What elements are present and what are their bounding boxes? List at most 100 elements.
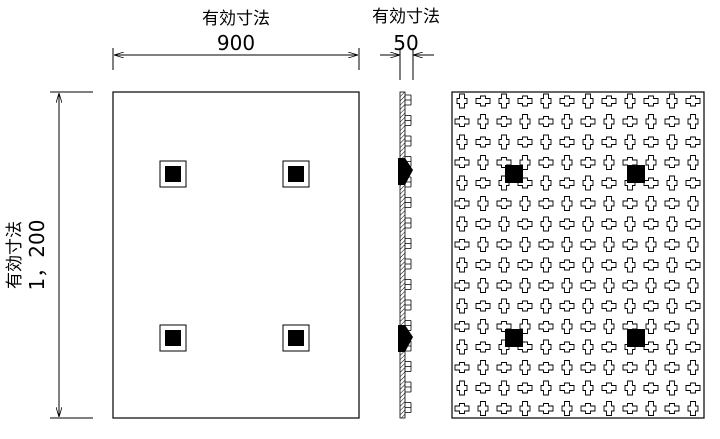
grip-cross (603, 278, 615, 293)
anchor-outline (282, 160, 310, 188)
side-rib (405, 94, 412, 106)
grip-cross (666, 216, 678, 232)
grip-cross (540, 380, 552, 396)
grip-cross (454, 280, 470, 291)
grip-cross (582, 93, 594, 109)
grip-cross (687, 114, 699, 129)
grip-cross (645, 278, 657, 293)
grip-cross (454, 321, 470, 332)
grip-cross (643, 382, 659, 394)
grip-cross (540, 175, 552, 191)
grip-cross (475, 136, 491, 148)
grip-cross (645, 319, 657, 334)
grip-cross (685, 136, 701, 148)
grip-cross (622, 116, 638, 127)
grip-cross (666, 93, 678, 109)
grip-cross (454, 157, 470, 168)
grip-cross (685, 300, 701, 312)
grip-cross (645, 360, 657, 375)
grip-cross (685, 218, 701, 230)
grip-cross (664, 362, 680, 373)
grip-cross (687, 278, 699, 293)
grip-cross (475, 259, 491, 271)
height-dimension: 有効寸法 1，200 (5, 91, 93, 419)
grip-cross (456, 134, 468, 150)
grip-cross (580, 198, 596, 209)
grip-cross (559, 218, 575, 230)
grip-cross (477, 401, 489, 416)
grip-cross (603, 360, 615, 375)
anchor-outline (159, 324, 187, 352)
grip-cross (687, 237, 699, 252)
grip-cross (496, 198, 512, 209)
grip-cross (601, 341, 617, 353)
grip-cross (685, 341, 701, 353)
grip-cross (643, 341, 659, 353)
grip-cross (496, 116, 512, 127)
grip-cross (454, 198, 470, 209)
width-dimension: 有効寸法 900 (112, 9, 360, 70)
grip-cross (538, 157, 554, 168)
grip-cross (454, 116, 470, 127)
grip-cross (603, 155, 615, 170)
grip-cross (666, 298, 678, 314)
grip-cross (580, 239, 596, 250)
grip-cross (475, 382, 491, 394)
width-dimension-label: 有効寸法 (202, 9, 270, 29)
grip-cross (622, 198, 638, 209)
grip-cross (601, 259, 617, 271)
grip-cross (477, 278, 489, 293)
grip-cross (580, 157, 596, 168)
grip-cross (477, 196, 489, 211)
grip-cross (643, 218, 659, 230)
grip-cross (540, 93, 552, 109)
grip-cross (477, 237, 489, 252)
front-view (112, 91, 360, 419)
side-rib (405, 156, 412, 167)
grip-cross (624, 298, 636, 314)
grip-cross (561, 401, 573, 416)
grip-cross (582, 380, 594, 396)
grip-cross (624, 380, 636, 396)
grip-cross (624, 257, 636, 273)
grip-cross (519, 401, 531, 416)
grip-cross (538, 280, 554, 291)
anchor-block (165, 166, 181, 182)
grip-cross (475, 177, 491, 189)
grip-cross (601, 95, 617, 107)
grip-cross (580, 280, 596, 291)
grip-cross (601, 177, 617, 189)
grip-cross (477, 360, 489, 375)
grip-cross (538, 403, 554, 414)
grip-cross (624, 93, 636, 109)
back-view (451, 91, 705, 419)
grip-cross (561, 319, 573, 334)
grip-cross (538, 321, 554, 332)
grip-cross (582, 298, 594, 314)
anchor-block (627, 165, 645, 183)
grip-cross (582, 257, 594, 273)
grip-cross (519, 196, 531, 211)
grip-cross (645, 401, 657, 416)
grip-cross (664, 116, 680, 127)
grip-cross (519, 237, 531, 252)
grip-cross (582, 339, 594, 355)
grip-cross (582, 175, 594, 191)
grip-cross (559, 341, 575, 353)
grip-cross (477, 114, 489, 129)
grip-cross (540, 134, 552, 150)
grip-cross (685, 95, 701, 107)
grip-cross (645, 114, 657, 129)
grip-cross (603, 319, 615, 334)
height-dimension-value: 1，200 (25, 220, 49, 291)
anchor-block (165, 330, 181, 346)
grip-cross (624, 134, 636, 150)
grip-cross (456, 175, 468, 191)
grip-cross (687, 360, 699, 375)
grip-cross (477, 155, 489, 170)
grip-cross (498, 380, 510, 396)
grip-cross (517, 136, 533, 148)
grip-cross (687, 155, 699, 170)
anchor-block (288, 330, 304, 346)
